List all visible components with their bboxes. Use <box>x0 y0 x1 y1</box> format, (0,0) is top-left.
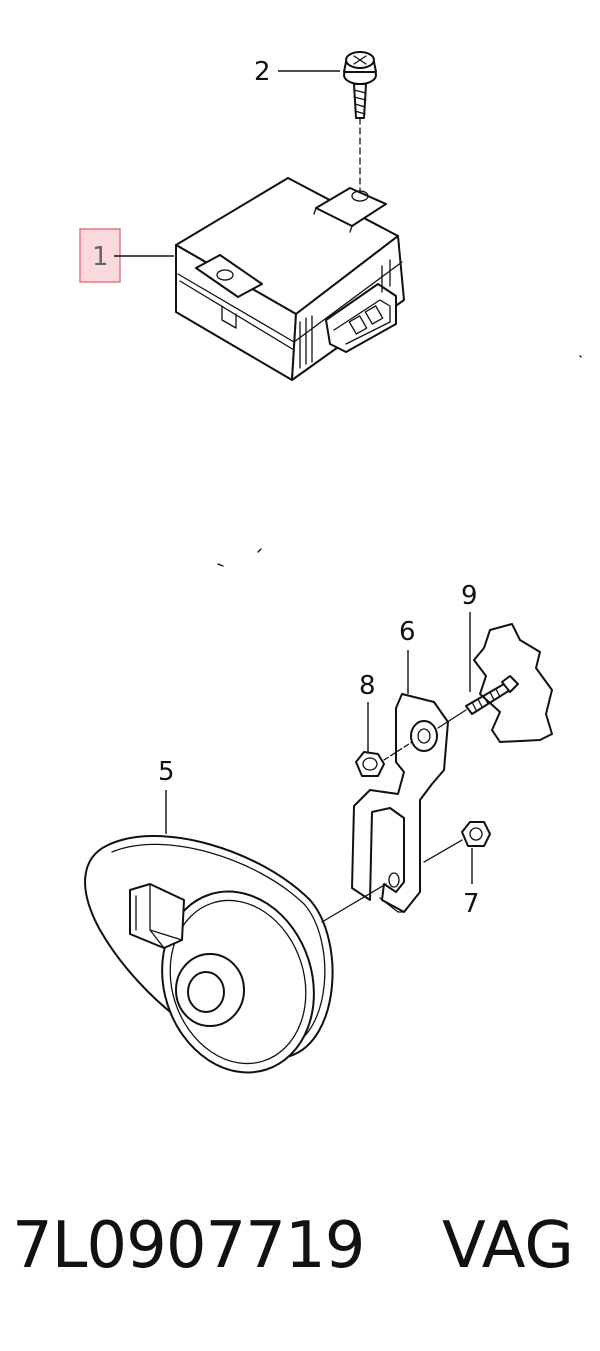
nut-part-8[interactable] <box>355 741 413 777</box>
callout-1: 1 <box>92 242 109 272</box>
callout-7: 7 <box>463 889 480 919</box>
callout-1-highlight <box>79 228 121 283</box>
body-panel <box>473 623 553 743</box>
parts-diagram: 2 1 5 6 9 <box>79 51 582 1092</box>
part-number: 7L0907719 <box>12 1209 365 1283</box>
screw-part-2[interactable] <box>343 51 377 191</box>
bracket-part-6[interactable] <box>351 693 449 913</box>
control-unit-part-1[interactable] <box>175 177 405 381</box>
callout-2: 2 <box>254 57 271 87</box>
callout-6: 6 <box>399 617 416 647</box>
callout-9: 9 <box>461 581 478 611</box>
callout-5: 5 <box>158 757 175 787</box>
footer: 7L0907719 VAG <box>0 1196 600 1296</box>
bolt-part-9[interactable] <box>437 675 519 729</box>
nut-part-7[interactable] <box>423 821 491 863</box>
assembly-line <box>321 883 387 923</box>
callout-8: 8 <box>359 671 376 701</box>
brand-label: VAG <box>442 1209 574 1283</box>
horn-part-5[interactable] <box>84 835 337 1092</box>
